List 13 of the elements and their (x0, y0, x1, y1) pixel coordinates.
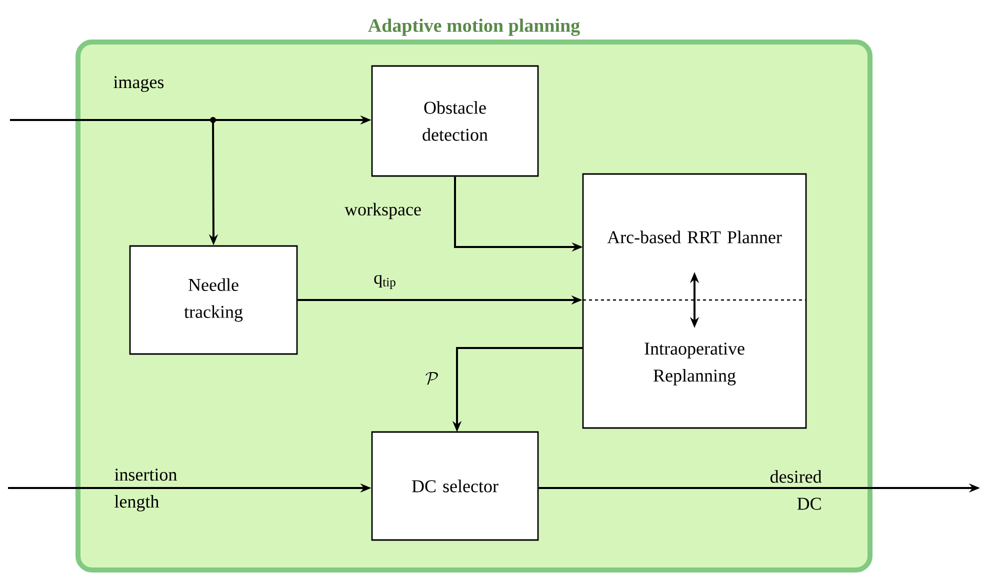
planner-box (582, 173, 807, 429)
node-label: Adaptive motion planning (368, 18, 580, 36)
process-box: Needle tracking (129, 245, 298, 355)
section-label: Intraoperative Replanning (644, 342, 744, 386)
edge-label: q$_{tip}$ (374, 275, 396, 289)
edge-label: images (114, 76, 164, 92)
edge-label: insertion length (114, 468, 177, 512)
edge-label: desired DC (770, 470, 822, 510)
edge-label: $\mathcal{P}$ (426, 372, 438, 385)
process-box: DC selector (371, 431, 539, 541)
section-label: Arc-based RRT Planner (607, 230, 782, 244)
edge-label: workspace (344, 202, 421, 220)
process-box: Obstacle detection (371, 65, 539, 177)
